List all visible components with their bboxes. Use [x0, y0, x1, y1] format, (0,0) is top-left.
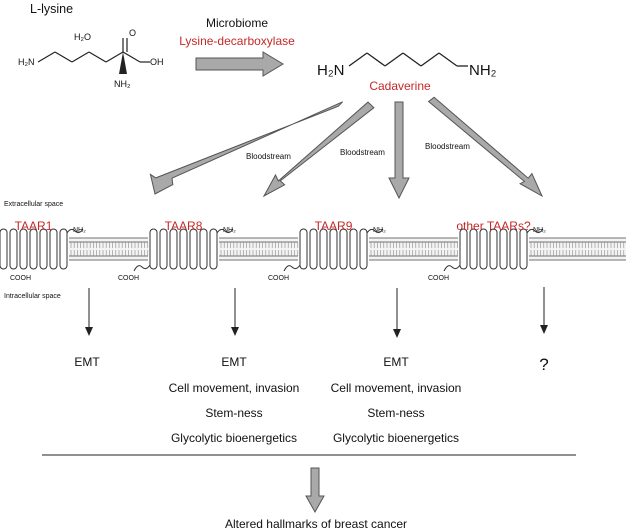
n-terminus-tail [66, 228, 84, 234]
bloodstream-label-3: Bloodstream [425, 142, 470, 151]
n-terminus-tail [366, 228, 384, 234]
taar8-effect-3: Stem-ness [205, 406, 262, 420]
transmembrane-helix [489, 228, 498, 270]
conversion-arrow [195, 51, 284, 77]
cadaverine-amine-left: H₂N [317, 62, 345, 79]
lipid-bilayer-segment [369, 237, 458, 261]
transmembrane-helix [339, 228, 348, 270]
transmembrane-helix [499, 228, 508, 270]
other-taars-effect: ? [539, 355, 548, 374]
taar9-effect-2: Cell movement, invasion [331, 381, 462, 395]
transmembrane-helix [179, 228, 188, 270]
taar9-effect-1: EMT [383, 355, 409, 369]
lysine-label: L-lysine [30, 2, 73, 16]
lipid-bilayer-segment [219, 237, 299, 261]
lysine-carbonyl-oxygen: O [129, 28, 136, 38]
receptor-1: NH₂ COOH TAAR1 [0, 219, 86, 282]
lysine-amine-left: H₂N [18, 57, 35, 67]
transmembrane-helix [509, 228, 518, 270]
transmembrane-helix [329, 228, 338, 270]
lipid-bilayer-segment [69, 237, 149, 261]
transmembrane-helix [359, 228, 368, 270]
lysine-hydroxyl: OH [150, 57, 164, 67]
bloodstream-arrows [149, 96, 544, 200]
receptor-name: other TAARs? [456, 219, 531, 233]
transmembrane-helix [9, 228, 18, 270]
transmembrane-helix [149, 228, 158, 270]
taar8-effect-2: Cell movement, invasion [169, 381, 300, 395]
signaling-arrows [85, 287, 548, 338]
bloodstream-label-1: Bloodstream [246, 152, 291, 161]
taar1-effect-1: EMT [74, 355, 100, 369]
transmembrane-helix [209, 228, 218, 270]
receptor-2: NH₂ COOH TAAR8 [118, 219, 236, 282]
transmembrane-helix [39, 228, 48, 270]
transmembrane-helix [169, 228, 178, 270]
n-terminus-tail [526, 228, 544, 234]
conclusion-label: Altered hallmarks of breast cancer [225, 517, 407, 531]
transmembrane-helix [349, 228, 358, 270]
c-terminus-tail [283, 264, 301, 272]
extracellular-label: Extracellular space [4, 201, 63, 208]
receptor-name: TAAR8 [165, 219, 203, 233]
conclusion-arrow [305, 467, 325, 514]
microbiome-label: Microbiome [206, 16, 268, 30]
transmembrane-helix [299, 228, 308, 270]
c-terminus-tail [443, 264, 461, 272]
c-terminus-label: COOH [428, 275, 449, 282]
arrow-to-other-taars [427, 96, 544, 198]
taar8-effect-1: EMT [221, 355, 247, 369]
receptor-name: TAAR9 [315, 219, 353, 233]
bloodstream-label-2: Bloodstream [340, 148, 385, 157]
cadaverine-amine-right: NH₂ [469, 62, 497, 79]
receptor-3: NH₂ COOH TAAR9 [268, 219, 386, 282]
transmembrane-helix [309, 228, 318, 270]
n-terminus-tail [216, 228, 234, 234]
transmembrane-helix [189, 228, 198, 270]
transmembrane-helix [469, 228, 478, 270]
enzyme-label: Lysine-decarboxylase [179, 34, 295, 48]
transmembrane-helix [479, 228, 488, 270]
transmembrane-helix [0, 228, 8, 270]
transmembrane-helix [29, 228, 38, 270]
c-terminus-label: COOH [118, 275, 139, 282]
water-label: H₂O [74, 32, 91, 42]
receptor-4: NH₂ COOH other TAARs? [428, 219, 546, 282]
lysine-structure [37, 38, 150, 74]
n-terminus-label: NH₂ [73, 227, 86, 234]
n-terminus-label: NH₂ [533, 227, 546, 234]
n-terminus-label: NH₂ [373, 227, 386, 234]
transmembrane-helix [519, 228, 528, 270]
cadaverine-structure [348, 52, 468, 67]
transmembrane-helix [319, 228, 328, 270]
arrow-to-taar1 [149, 101, 343, 195]
cell-membrane [69, 237, 626, 261]
cadaverine-name: Cadaverine [369, 79, 431, 93]
c-terminus-tail [133, 264, 151, 272]
intracellular-label: Intracellular space [4, 293, 61, 300]
transmembrane-helix [19, 228, 28, 270]
receptor-name: TAAR1 [15, 219, 53, 233]
arrow-to-taar8 [262, 101, 375, 198]
lipid-bilayer-segment [529, 237, 626, 261]
transmembrane-helix [199, 228, 208, 270]
lysine-alpha-amine: NH₂ [114, 79, 131, 89]
taar9-effect-4: Glycolytic bioenergetics [333, 431, 459, 445]
n-terminus-label: NH₂ [223, 227, 236, 234]
arrow-to-taar9 [388, 101, 410, 200]
c-terminus-label: COOH [268, 275, 289, 282]
transmembrane-helix [49, 228, 58, 270]
c-terminus-label: COOH [10, 275, 31, 282]
transmembrane-helix [459, 228, 468, 270]
transmembrane-helix [159, 228, 168, 270]
transmembrane-helix [59, 228, 68, 270]
taar8-effect-4: Glycolytic bioenergetics [171, 431, 297, 445]
taar9-effect-3: Stem-ness [367, 406, 424, 420]
